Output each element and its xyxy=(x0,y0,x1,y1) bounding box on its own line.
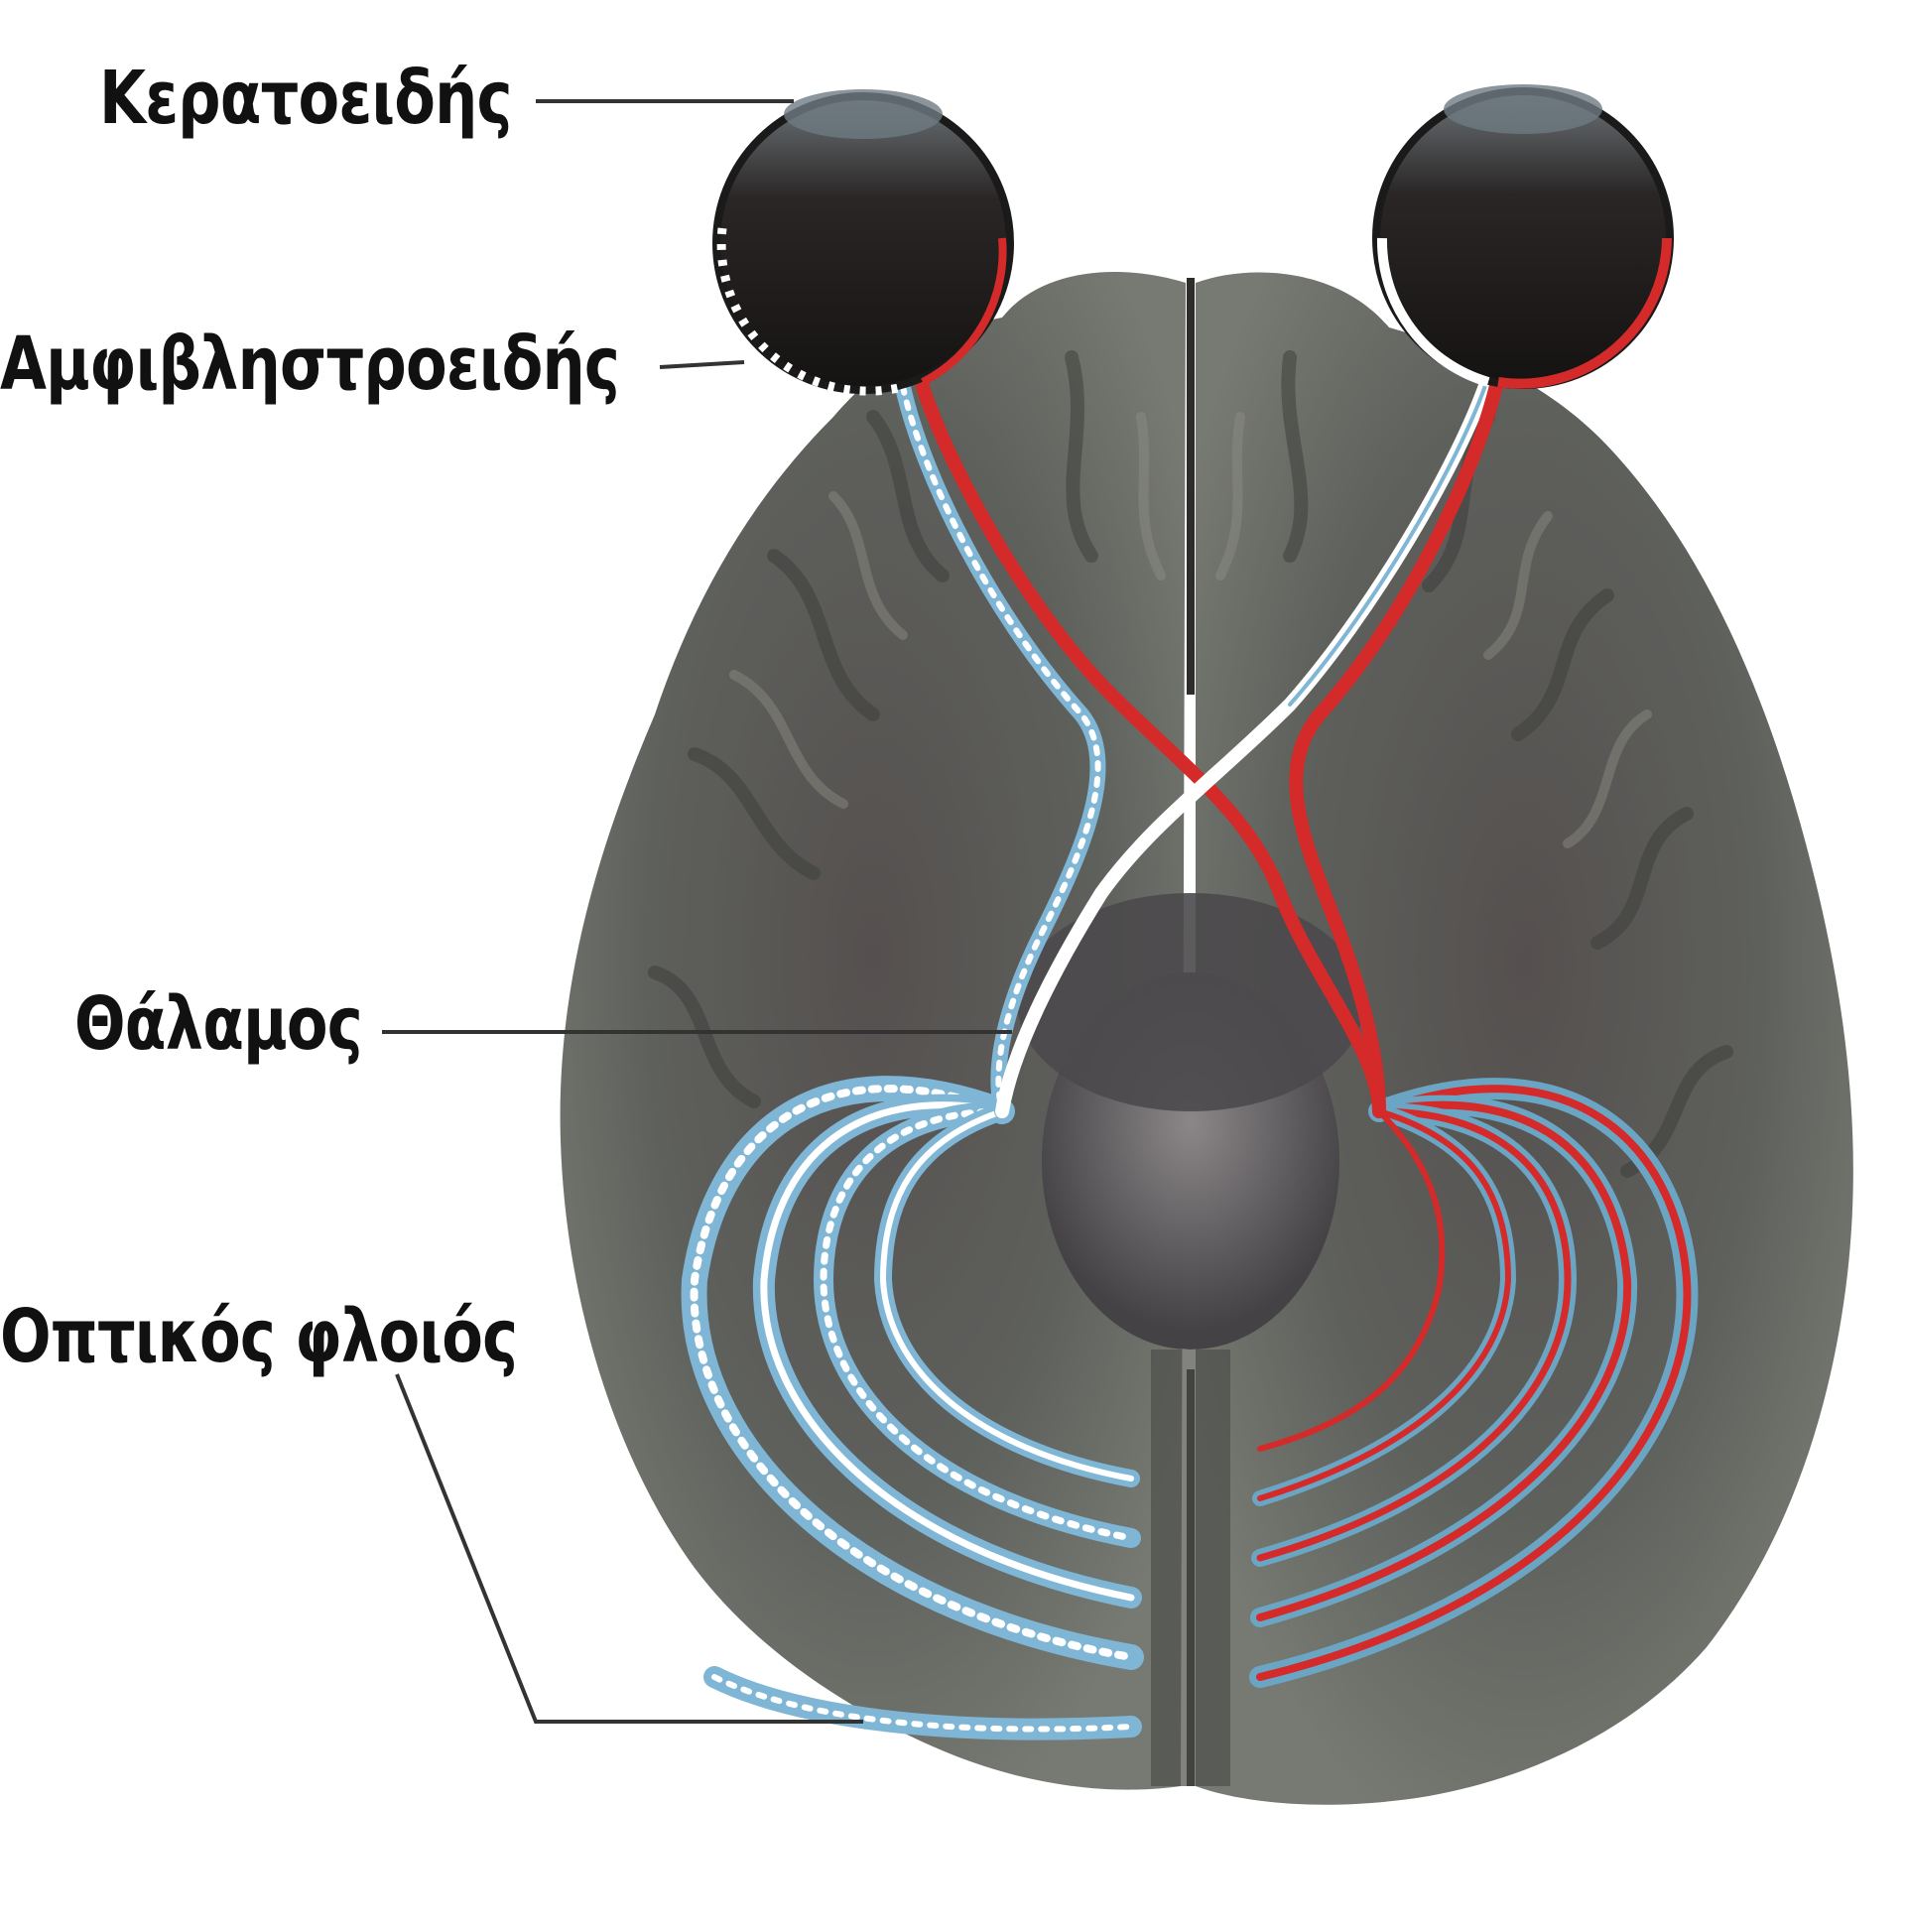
leader-lines xyxy=(382,99,1012,1724)
optic-nerves xyxy=(895,370,1505,1119)
brain-highlights xyxy=(729,412,1652,848)
cerebellum-notch xyxy=(1151,1350,1230,1786)
left-optic-radiation xyxy=(681,1076,1144,1740)
visual-cortex-leader xyxy=(395,1373,863,1724)
left-eye xyxy=(712,89,1014,396)
midbrain xyxy=(1017,893,1364,1111)
cornea-label: Κερατοειδής xyxy=(99,56,512,141)
retina-leader xyxy=(659,360,745,369)
visual-cortex-label: Οπτικός φλοιός xyxy=(0,1294,518,1379)
thalamus-label: Θάλαμος xyxy=(74,981,363,1067)
right-eye xyxy=(1372,84,1674,389)
brain xyxy=(560,272,1853,1805)
retina-label: Αμφιβληστροειδής xyxy=(0,322,620,407)
right-optic-radiation xyxy=(1249,1078,1699,1688)
